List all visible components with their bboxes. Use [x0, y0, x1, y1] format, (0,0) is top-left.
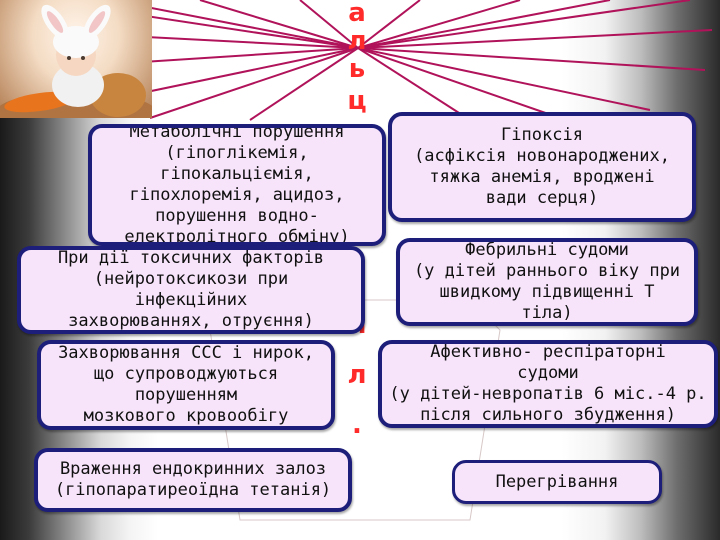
metabolic-disorders-text: Метаболічні порушення (гіпоглікемія, гіп…: [124, 124, 350, 246]
hypoxia-box: Гіпоксія (асфіксія новонароджених, тяжка…: [388, 112, 696, 222]
affective-respiratory-box: Афективно- респіраторні судоми (у дітей-…: [378, 340, 718, 428]
ray-line: [299, 0, 359, 49]
ray-line: [357, 0, 421, 49]
affective-respiratory-text: Афективно- респіраторні судоми (у дітей-…: [389, 342, 707, 425]
ray-line: [149, 47, 359, 119]
ray-line: [199, 0, 359, 49]
toxic-factors-text: При дії токсичних факторів (нейротоксико…: [57, 248, 325, 331]
ray-line: [357, 47, 651, 111]
ray-line: [249, 47, 359, 121]
ray-line: [357, 29, 713, 49]
ray-line: [357, 0, 611, 49]
vertical-letter: .: [352, 410, 362, 440]
vertical-letter: л: [347, 26, 367, 56]
vertical-letter: ь: [348, 54, 366, 84]
toxic-factors-box: При дії токсичних факторів (нейротоксико…: [17, 246, 365, 334]
endocrine-box: Враження ендокринних залоз (гіпопаратире…: [34, 448, 352, 512]
overheating-text: Перегрівання: [495, 471, 619, 492]
ray-line: [357, 0, 691, 49]
febrile-seizures-text: Фебрильні судоми (у дітей раннього віку …: [413, 240, 681, 323]
ray-line: [357, 47, 706, 71]
febrile-seizures-box: Фебрильні судоми (у дітей раннього віку …: [396, 238, 698, 326]
ray-line: [357, 47, 561, 119]
ray-line: [357, 0, 521, 49]
overheating-box: Перегрівання: [452, 460, 662, 504]
cardio-renal-box: Захворювання ССС і нирок, що супроводжую…: [37, 340, 335, 430]
baby-bunny-photo: [0, 0, 152, 118]
cardio-renal-text: Захворювання ССС і нирок, що супроводжую…: [58, 343, 314, 426]
hypoxia-text: Гіпоксія (асфіксія новонароджених, тяжка…: [414, 125, 670, 208]
vertical-letter: а: [348, 0, 366, 28]
vertical-letter: ц: [347, 86, 367, 116]
metabolic-disorders-box: Метаболічні порушення (гіпоглікемія, гіп…: [88, 124, 386, 246]
ray-line: [357, 47, 471, 121]
vertical-letter: л: [347, 360, 367, 390]
endocrine-text: Враження ендокринних залоз (гіпопаратире…: [54, 459, 332, 500]
